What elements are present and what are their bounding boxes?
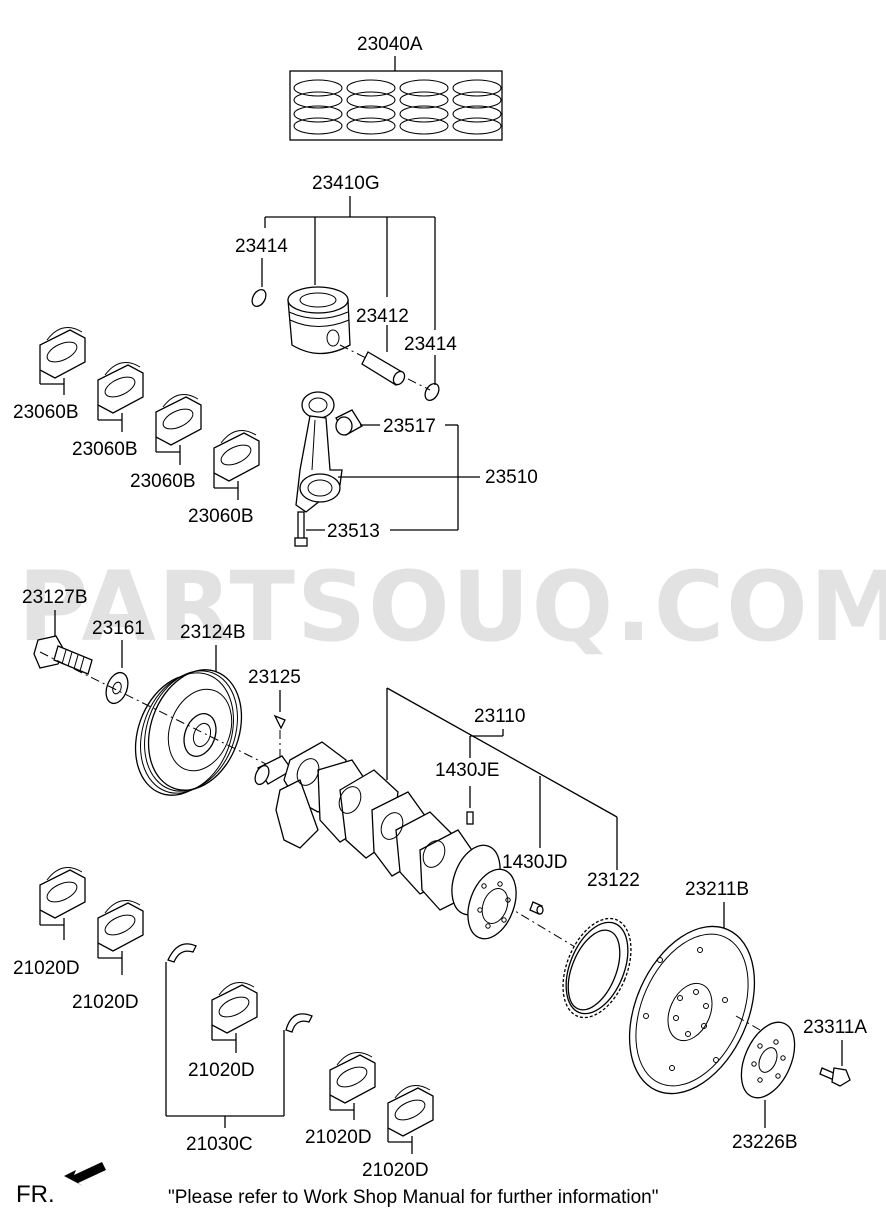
label-1430JE[interactable]: 1430JE: [435, 760, 499, 781]
conrod-bearing-2[interactable]: [97, 362, 144, 433]
label-23060B-2[interactable]: 23060B: [72, 439, 138, 460]
label-23226B[interactable]: 23226B: [732, 1132, 798, 1153]
front-direction-label: FR.: [16, 1181, 55, 1208]
label-23410G[interactable]: 23410G: [312, 173, 380, 194]
label-23161[interactable]: 23161: [92, 618, 145, 639]
label-23412[interactable]: 23412: [356, 306, 409, 327]
main-bearing-3[interactable]: [211, 982, 258, 1054]
pulley-bolt[interactable]: [33, 635, 93, 675]
drive-plate-bolt[interactable]: [819, 1067, 851, 1087]
label-21020D-4[interactable]: 21020D: [305, 1127, 372, 1148]
crankshaft[interactable]: [252, 741, 525, 945]
label-23110[interactable]: 23110: [474, 706, 525, 727]
crank-key[interactable]: [273, 714, 286, 730]
footer-note: "Please refer to Work Shop Manual for fu…: [168, 1187, 658, 1208]
label-23060B-1[interactable]: 23060B: [13, 402, 79, 423]
label-23513[interactable]: 23513: [327, 521, 380, 542]
label-23127B[interactable]: 23127B: [22, 587, 88, 608]
label-21020D-3[interactable]: 21020D: [188, 1060, 255, 1081]
conrod-bearing-1[interactable]: [39, 327, 86, 396]
label-23040A[interactable]: 23040A: [357, 34, 423, 55]
rear-axis: [504, 904, 581, 951]
pin-1430JE[interactable]: [466, 811, 474, 825]
conrod-bolt[interactable]: [294, 511, 308, 547]
label-23414-right[interactable]: 23414: [404, 334, 457, 355]
piston-pin[interactable]: [339, 344, 431, 391]
label-23510[interactable]: 23510: [485, 467, 538, 488]
main-bearing-2[interactable]: [97, 900, 144, 976]
label-23211B[interactable]: 23211B: [685, 879, 749, 900]
connecting-rod[interactable]: [295, 391, 343, 513]
damper-pulley[interactable]: [119, 657, 257, 809]
label-23060B-4[interactable]: 23060B: [188, 506, 254, 527]
piston-leader-lines: [261, 196, 436, 385]
drive-plate[interactable]: [605, 907, 779, 1113]
label-23311A[interactable]: 23311A: [803, 1017, 867, 1038]
label-21020D-2[interactable]: 21020D: [72, 992, 139, 1013]
thrust-bearing[interactable]: [165, 943, 313, 1128]
main-bearing-5[interactable]: [387, 1085, 434, 1155]
snap-ring-right[interactable]: [422, 381, 441, 403]
conrod-bushing[interactable]: [335, 409, 363, 436]
watermark: PARTSOUQ.COM: [18, 551, 886, 663]
conrod-bearing-3[interactable]: [155, 394, 202, 466]
piston[interactable]: [287, 286, 351, 355]
label-23414-left[interactable]: 23414: [235, 236, 288, 257]
plate-axis: [735, 1015, 761, 1031]
label-21020D-1[interactable]: 21020D: [13, 958, 80, 979]
pin-1430JD[interactable]: [529, 901, 544, 915]
label-23125[interactable]: 23125: [248, 667, 301, 688]
snap-ring-left[interactable]: [249, 287, 268, 309]
label-23124B[interactable]: 23124B: [180, 622, 246, 643]
conrod-leader-lines: [306, 424, 480, 531]
conrod-bearing-4[interactable]: [213, 430, 260, 501]
label-1430JD[interactable]: 1430JD: [502, 852, 568, 873]
front-axis: [39, 651, 271, 767]
washer[interactable]: [102, 670, 132, 707]
label-21030C[interactable]: 21030C: [186, 1134, 253, 1155]
piston-ring-set[interactable]: [289, 56, 503, 141]
front-arrow-icon: [64, 1162, 106, 1186]
ring-gear[interactable]: [550, 909, 645, 1028]
label-23517[interactable]: 23517: [383, 416, 436, 437]
label-23060B-3[interactable]: 23060B: [130, 471, 196, 492]
adapter-plate[interactable]: [731, 1014, 806, 1106]
main-bearing-4[interactable]: [329, 1052, 376, 1121]
crankshaft-leader-lines: [386, 687, 618, 870]
main-bearing-1[interactable]: [39, 867, 86, 941]
label-23122[interactable]: 23122: [587, 870, 640, 891]
label-21020D-5[interactable]: 21020D: [362, 1160, 429, 1181]
